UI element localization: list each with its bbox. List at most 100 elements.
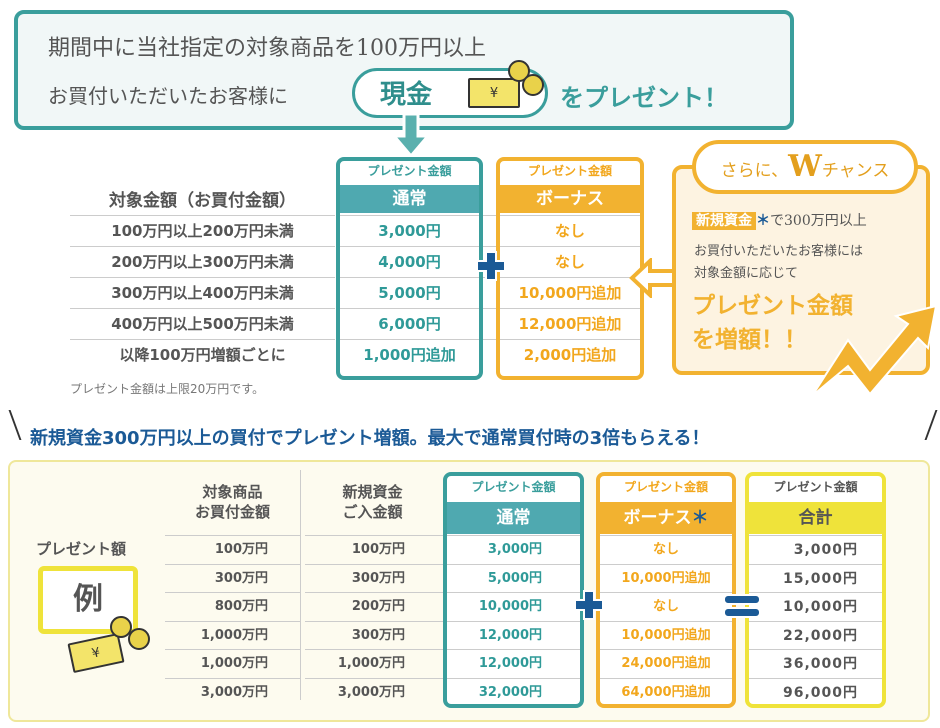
total-value: 3,000円 (749, 535, 882, 563)
left-arrow-icon (629, 258, 676, 298)
target-amount-label: 100万円以上200万円未満 (70, 215, 335, 246)
chance-line3: 対象金額に応じて (694, 266, 799, 281)
coin-icon (110, 616, 132, 638)
total-value: 15,000円 (749, 563, 882, 592)
spark-right-icon (906, 410, 938, 440)
ex-normal-header: 通常 (447, 502, 580, 534)
yen-symbol: ¥ (489, 85, 499, 101)
chance-big1: プレゼント金額 (692, 292, 853, 319)
ex-normal-sub: プレゼント金額 (471, 480, 556, 494)
plus-icon (574, 590, 604, 620)
normal-value: 4,000円 (340, 246, 479, 277)
ex-bonus-header: ボーナス＊ (600, 502, 732, 534)
column-divider (300, 470, 301, 700)
bonus-value: なし (500, 246, 640, 277)
total-value: 96,000円 (749, 677, 882, 706)
line1: で300万円以上 (770, 213, 867, 229)
down-arrow-icon (392, 112, 430, 159)
bonus-value: 10,000円追加 (500, 277, 640, 308)
deposit-amount: 100万円 (305, 535, 443, 563)
target-amount-label: 400万円以上500万円未満 (70, 308, 335, 339)
bonus-value: 12,000円追加 (500, 308, 640, 339)
new-funds-tag: 新規資金 (692, 212, 756, 230)
row-divider (483, 246, 496, 247)
w-chance-box (672, 165, 930, 375)
bonus-value: なし (500, 215, 640, 246)
title-pre: さらに、 (720, 161, 789, 181)
title-w: W (788, 149, 822, 184)
normal-value: 1,000円追加 (340, 339, 479, 370)
bonus-value: 10,000円追加 (600, 563, 732, 592)
w-chance-title: さらに、Wチャンス (692, 140, 918, 194)
normal-value: 12,000円 (447, 649, 580, 677)
row-divider (483, 339, 496, 340)
ex-bonus-sub: プレゼント金額 (623, 480, 708, 494)
bonus-sub-header: プレゼント金額 (527, 164, 612, 178)
row-divider (483, 308, 496, 309)
chance-line2: お買付いただいたお客様には (694, 244, 864, 259)
normal-sub-header: プレゼント金額 (367, 164, 452, 178)
equals-icon (723, 594, 761, 618)
deposit-amount: 3,000万円 (305, 677, 443, 706)
bonus-value: 2,000円追加 (500, 339, 640, 370)
present-text: をプレゼント！ (560, 83, 728, 112)
plus-icon (476, 251, 506, 281)
normal-value: 6,000円 (340, 308, 479, 339)
purchase-amount: 800万円 (165, 592, 300, 620)
bonus-value: なし (600, 535, 732, 563)
normal-value: 10,000円 (447, 592, 580, 620)
purchase-amount: 3,000万円 (165, 677, 300, 706)
example-label: プレゼント額 (36, 540, 127, 558)
normal-value: 5,000円 (447, 563, 580, 592)
col1-header-l2: お買付金額 (194, 503, 270, 521)
normal-value: 5,000円 (340, 277, 479, 308)
purchase-amount: 1,000万円 (165, 649, 300, 677)
headline: 新規資金300万円以上の買付でプレゼント増額。最大で通常買付時の3倍もらえる！ (30, 428, 710, 449)
target-amount-label: 200万円以上300万円未満 (70, 246, 335, 277)
asterisk: ＊ (691, 508, 709, 528)
normal-value: 12,000円 (447, 620, 580, 649)
ex-bonus-title: ボーナス (623, 508, 692, 528)
cap-note: プレゼント金額は上限20万円です。 (70, 382, 265, 396)
coin-icon (128, 628, 150, 650)
row-divider (483, 215, 496, 216)
bonus-value: 64,000円追加 (600, 677, 732, 706)
col1-header: 対象商品お買付金額 (165, 482, 300, 522)
target-amount-label: 300万円以上400万円未満 (70, 277, 335, 308)
bonus-value: なし (600, 592, 732, 620)
col2-header-l1: 新規資金 (342, 483, 403, 501)
deposit-amount: 1,000万円 (305, 649, 443, 677)
cash-label: 現金 (380, 80, 433, 110)
banner-line2: お買付いただいたお客様に (48, 84, 288, 108)
bonus-header: ボーナス (500, 185, 640, 213)
asterisk: ＊ (756, 213, 770, 229)
bonus-value: 10,000円追加 (600, 620, 732, 649)
normal-header: 通常 (340, 185, 479, 213)
deposit-amount: 200万円 (305, 592, 443, 620)
coin-icon (522, 74, 544, 96)
target-amount-label: 以降100万円増額ごとに (70, 339, 335, 370)
money-icon: ¥ (468, 78, 520, 108)
rising-arrow-icon (811, 304, 938, 397)
ex-total-sub: プレゼント金額 (773, 480, 858, 494)
purchase-amount: 300万円 (165, 563, 300, 592)
banner-line1: 期間中に当社指定の対象商品を100万円以上 (48, 36, 486, 61)
col2-header: 新規資金ご入金額 (305, 482, 440, 522)
purchase-amount: 100万円 (165, 535, 300, 563)
ex-total-header: 合計 (749, 502, 882, 534)
col2-header-l2: ご入金額 (342, 503, 403, 521)
chance-line1: 新規資金＊で300万円以上 (692, 210, 867, 230)
chance-big2: を増額！！ (692, 326, 807, 353)
deposit-amount: 300万円 (305, 563, 443, 592)
total-value: 22,000円 (749, 620, 882, 649)
total-value: 10,000円 (749, 592, 882, 620)
example-badge: 例 (38, 566, 138, 634)
normal-value: 3,000円 (447, 535, 580, 563)
total-value: 36,000円 (749, 649, 882, 677)
deposit-amount: 300万円 (305, 620, 443, 649)
target-amount-header: 対象金額（お買付金額） (109, 191, 296, 211)
yen-symbol: ¥ (90, 644, 102, 662)
purchase-amount: 1,000万円 (165, 620, 300, 649)
col1-header-l1: 対象商品 (202, 483, 263, 501)
title-post: チャンス (821, 161, 890, 181)
